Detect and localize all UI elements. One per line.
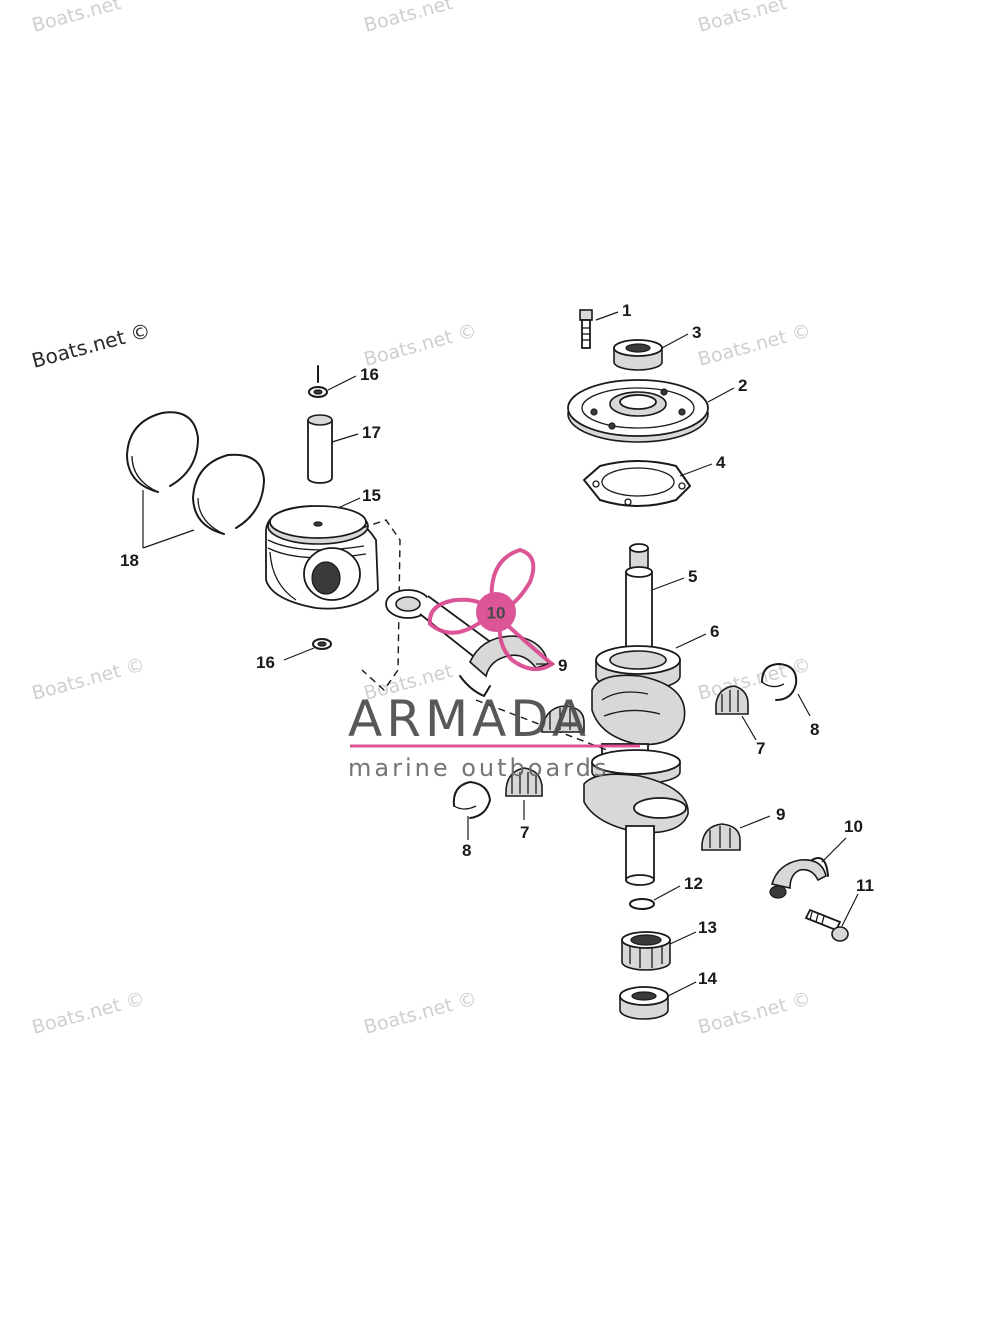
watermark-text: Boats.net	[696, 0, 789, 37]
brand-badge	[476, 592, 516, 632]
connecting-rod	[385, 589, 613, 753]
callout-label: 7	[756, 739, 765, 758]
callout-label: 18	[120, 551, 139, 570]
watermark-text: Boats.net ©	[30, 988, 148, 1039]
rod-cap-part-10	[769, 857, 829, 899]
callout-labels: 1 3 2 4 5 6 7 8 9 7 8 10 11 12 13 14 15 …	[120, 301, 874, 988]
needle-bearing-part-7-right	[715, 685, 749, 715]
bearing-retainer-part-8-right	[761, 663, 798, 701]
watermark-text: Boats.net ©	[362, 988, 480, 1039]
needle-bearing-part-9-lower	[701, 823, 741, 851]
callout-label: 13	[698, 918, 717, 937]
bolt-part-1	[579, 309, 593, 349]
callout-label: 10	[844, 817, 863, 836]
needle-bearing-part-7-left	[505, 767, 543, 797]
brand-watermark: 10 ARMADA marine outboards	[348, 547, 640, 782]
callout-label: 16	[256, 653, 275, 672]
callout-label: 9	[558, 656, 567, 675]
needle-bearing-part-9-upper	[541, 705, 585, 733]
piston-rings-part-18	[126, 411, 265, 535]
bearing-retainer-part-8-left	[452, 781, 491, 819]
watermark-text: Boats.net ©	[30, 654, 148, 705]
callout-label: 9	[776, 805, 785, 824]
watermark-text: Boats.net	[362, 0, 455, 37]
oil-seal-part-3	[613, 339, 663, 371]
brand-name: ARMADA	[348, 690, 590, 748]
circlip-part-16-bottom	[312, 638, 332, 650]
brand-tagline: marine outboards	[348, 754, 609, 782]
oil-seal-part-14	[619, 986, 669, 1020]
callout-label: 14	[698, 969, 717, 988]
callout-label: 17	[362, 423, 381, 442]
brand-badge-number: 10	[487, 603, 506, 622]
crankshaft-part-5	[583, 543, 689, 886]
callout-label: 2	[738, 376, 747, 395]
o-ring-part-12	[629, 898, 655, 910]
cap-screw-part-11	[804, 908, 849, 942]
callout-label: 16	[360, 365, 379, 384]
callout-label: 1	[622, 301, 631, 320]
watermark-text: Boats.net ©	[696, 988, 814, 1039]
gasket-part-4	[583, 460, 691, 507]
watermark-text: Boats.net ©	[362, 320, 480, 371]
callout-label: 11	[856, 876, 874, 895]
watermark-text-dark: Boats.net ©	[29, 318, 153, 373]
leader-lines	[142, 311, 859, 997]
piston-pin-part-17	[307, 414, 333, 484]
callout-label: 7	[520, 823, 529, 842]
callout-label: 15	[362, 486, 381, 505]
callout-label: 4	[716, 453, 726, 472]
bearing-plate-part-2	[567, 379, 709, 443]
piston-part-15	[265, 505, 401, 692]
callout-label: 3	[692, 323, 701, 342]
watermark-text: Boats.net	[30, 0, 123, 37]
callout-label: 8	[810, 720, 819, 739]
propeller-logo-icon	[427, 547, 556, 672]
callout-label: 12	[684, 874, 703, 893]
circlip-part-16-top	[308, 365, 328, 398]
needle-bearing-part-13	[621, 931, 671, 971]
watermark-text: Boats.net ©	[696, 320, 814, 371]
callout-label: 6	[710, 622, 719, 641]
callout-label: 5	[688, 567, 697, 586]
callout-label: 8	[462, 841, 471, 860]
